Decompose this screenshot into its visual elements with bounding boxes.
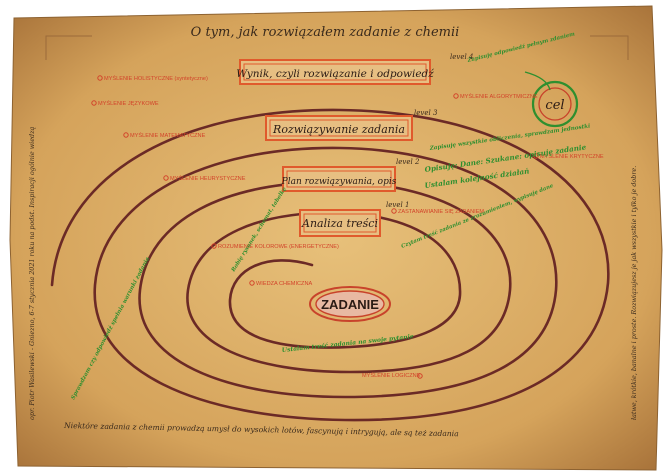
paper-sheet xyxy=(9,5,663,471)
task-center-label: ZADANIE xyxy=(321,297,379,312)
level-1-tag: level 1 xyxy=(386,201,409,209)
spiral-path xyxy=(50,108,610,422)
label-logical: MYŚLENIE LOGICZNE xyxy=(362,371,421,379)
level-1-box: Analiza treści level 1 xyxy=(299,201,409,237)
label-chemistry: WIEDZA CHEMICZNA xyxy=(256,281,313,287)
level-2-label: Plan rozwiązywania, opis xyxy=(281,177,397,187)
level-3-label: Rozwiązywanie zadania xyxy=(272,123,405,136)
level-1-label: Analiza treści xyxy=(301,217,378,230)
level-4-label: Wynik, czyli rozwiązanie i odpowiedź xyxy=(236,68,434,80)
level-3-tag: level 3 xyxy=(414,109,438,117)
label-math: MYŚLENIE MATEMATYCZNE xyxy=(130,131,206,139)
right-thinking-labels: ZASTANAWIANIE SIĘ ZADANIEM MYŚLENIE ALGO… xyxy=(362,92,604,379)
level-2-tag: level 2 xyxy=(396,158,420,166)
task-ellipse-inner xyxy=(315,290,385,318)
label-critical: MYŚLENIE KRYTYCZNE xyxy=(540,152,604,160)
left-thinking-labels: MYŚLENIE HOLISTYCZNE (syntetyczne) MYŚLE… xyxy=(98,74,339,287)
goal-circle-inner xyxy=(538,87,572,121)
level-4-tag: level 4 xyxy=(450,53,473,61)
label-wondering: ZASTANAWIANIE SIĘ ZADANIEM xyxy=(398,209,484,215)
level-3-box: Rozwiązywanie zadania level 3 xyxy=(265,109,438,141)
level-4-box: Wynik, czyli rozwiązanie i odpowiedź lev… xyxy=(236,53,473,85)
goal-circle-outer xyxy=(531,80,579,128)
goal-arrow xyxy=(524,71,551,91)
label-color: ROZUMIENIE KOLOROWE (ENERGETYCZNE) xyxy=(218,244,339,250)
left-label-dots xyxy=(91,75,255,286)
goal-label: cel xyxy=(545,98,564,113)
label-holistic: MYŚLENIE HOLISTYCZNE (syntetyczne) xyxy=(104,74,208,82)
label-language: MYŚLENIE JĘZYKOWE xyxy=(98,99,159,107)
left-margin-note: opr. Piotr Wasilewski - Gniezno, 6-7 sty… xyxy=(28,127,36,420)
label-algorithmic: MYŚLENIE ALGORYTMICZNE xyxy=(460,92,538,100)
label-heuristic: MYŚLENIE HEURYSTYCZNE xyxy=(170,174,246,182)
level-2-box: Plan rozwiązywania, opis level 2 xyxy=(281,158,420,192)
task-ellipse-outer xyxy=(309,286,391,322)
inner-frame-corner xyxy=(45,35,92,60)
inner-frame-corner-right xyxy=(590,35,629,60)
diagram-title: O tym, jak rozwiązałem zadanie z chemii xyxy=(191,25,460,40)
right-label-dots xyxy=(391,93,539,379)
right-margin-note: łatwe, krótkie, banalne i proste. Rozwią… xyxy=(630,166,638,420)
